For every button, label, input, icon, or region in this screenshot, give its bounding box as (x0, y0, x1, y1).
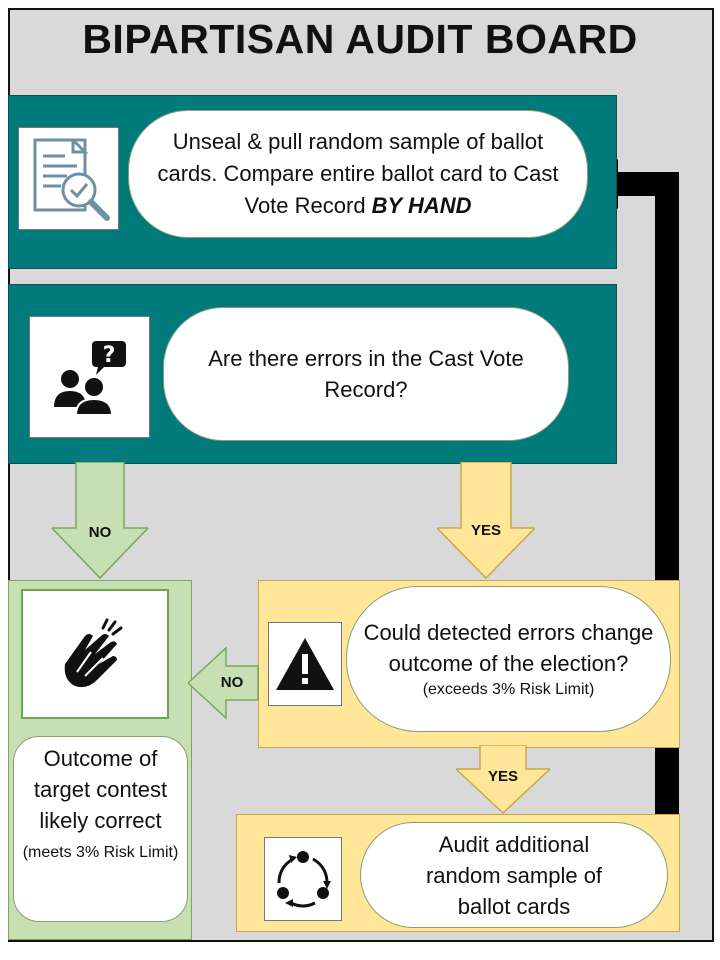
diagram-title: BIPARTISAN AUDIT BOARD (82, 16, 638, 62)
result-text: Outcome of target contest likely correct (33, 746, 168, 833)
decision-text: Could detected errors change outcome of … (363, 620, 654, 676)
yes-arrow-down (437, 462, 535, 580)
step3-text: Audit additional random sample of ballot… (360, 822, 668, 928)
clapping-hands-icon (21, 589, 169, 719)
people-question-icon: ? (29, 316, 150, 438)
result-note: (meets 3% Risk Limit) (22, 844, 179, 861)
cycle-icon (264, 837, 342, 921)
no-arrow-down (52, 462, 148, 580)
yes-arrow-down-2 (456, 745, 550, 815)
yes-label-down-2: YES (487, 768, 518, 785)
step1-text: Unseal & pull random sample of ballot ca… (128, 110, 588, 238)
no-label-left: NO (220, 674, 244, 691)
decision-text-box: Could detected errors change outcome of … (346, 586, 671, 732)
result-text-box: Outcome of target contest likely correct… (13, 736, 188, 922)
no-arrow-left (188, 646, 259, 720)
yes-label-down: YES (470, 522, 501, 539)
document-magnifier-icon (18, 127, 119, 230)
svg-text:?: ? (102, 343, 115, 368)
step1-text-emphasis: BY HAND (371, 193, 472, 218)
decision-note: (exceeds 3% Risk Limit) (422, 681, 595, 698)
step1-text-plain: Unseal & pull random sample of ballot ca… (157, 129, 559, 218)
warning-triangle-icon (268, 622, 342, 706)
step2-text: Are there errors in the Cast Vote Record… (163, 307, 569, 441)
no-label-down: NO (88, 524, 112, 541)
